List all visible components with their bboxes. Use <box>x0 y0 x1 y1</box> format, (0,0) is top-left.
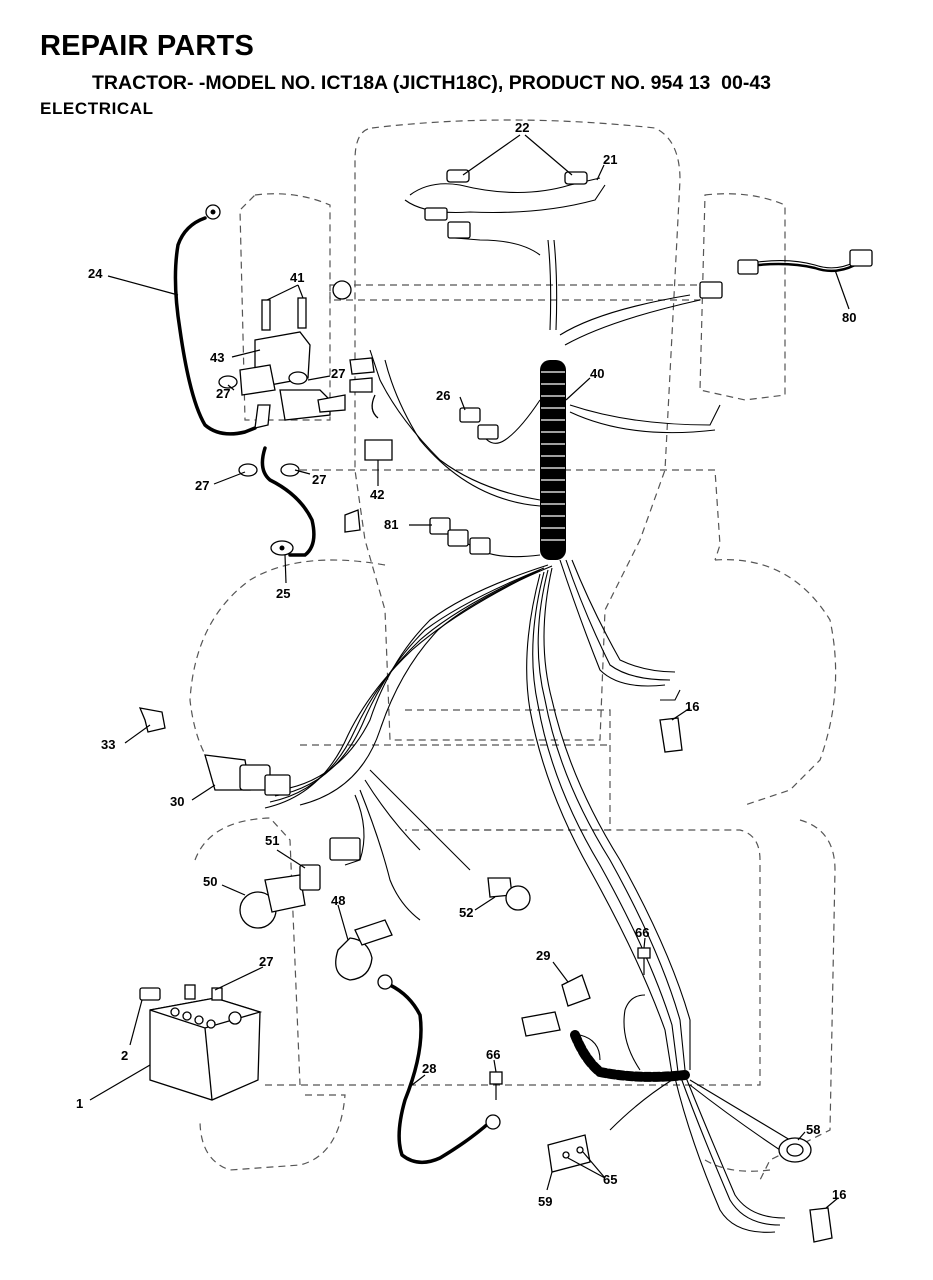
callout-21: 21 <box>603 152 617 167</box>
callout-40: 40 <box>590 366 604 381</box>
callout-27-e: 27 <box>259 954 273 969</box>
callout-48: 48 <box>331 893 345 908</box>
part-58 <box>778 1137 812 1163</box>
callout-80: 80 <box>842 310 856 325</box>
callout-26: 26 <box>436 388 450 403</box>
switch-33 <box>138 707 166 733</box>
cable-28 <box>377 974 501 1165</box>
callouts: 22 21 24 41 43 27 27 27 27 25 42 26 40 8… <box>76 120 856 1209</box>
callout-16-a: 16 <box>685 699 699 714</box>
callout-2: 2 <box>121 1048 128 1063</box>
solenoid-43 <box>218 297 346 477</box>
leader-lines <box>89 134 850 1209</box>
callout-27-d: 27 <box>312 472 326 487</box>
fuse-48 <box>335 919 393 981</box>
callout-66-b: 66 <box>635 925 649 940</box>
section-label: ELECTRICAL <box>40 99 154 118</box>
callout-27-b: 27 <box>331 366 345 381</box>
tractor-outline <box>189 119 837 1181</box>
part-29 <box>521 974 591 1037</box>
callout-22: 22 <box>515 120 529 135</box>
callout-27-a: 27 <box>216 386 230 401</box>
battery-1 <box>139 984 263 1101</box>
callout-81: 81 <box>384 517 398 532</box>
callout-43: 43 <box>210 350 224 365</box>
callout-29: 29 <box>536 948 550 963</box>
callout-30: 30 <box>170 794 184 809</box>
callout-52: 52 <box>459 905 473 920</box>
rear-conduit <box>570 1030 690 1082</box>
switch-16-rear <box>809 1207 833 1243</box>
callout-24: 24 <box>88 266 103 281</box>
bolt-66-rear <box>489 1071 503 1100</box>
part-59-65 <box>547 1134 591 1173</box>
conduit <box>540 360 566 560</box>
callout-16-b: 16 <box>832 1187 846 1202</box>
bulb-52 <box>487 877 531 911</box>
callout-41: 41 <box>290 270 304 285</box>
callout-27-c: 27 <box>195 478 209 493</box>
ground-cable-25 <box>260 446 316 557</box>
clips <box>344 357 393 533</box>
callout-65: 65 <box>603 1172 617 1187</box>
callout-51: 51 <box>265 833 279 848</box>
headlight-harness-21 <box>404 169 606 239</box>
callout-42: 42 <box>370 487 384 502</box>
callout-1: 1 <box>76 1096 83 1111</box>
page-title: REPAIR PARTS <box>40 30 255 62</box>
callout-28: 28 <box>422 1061 436 1076</box>
callout-33: 33 <box>101 737 115 752</box>
callout-66-a: 66 <box>486 1047 500 1062</box>
callout-58: 58 <box>806 1122 820 1137</box>
connectors <box>332 249 873 555</box>
model-subtitle: TRACTOR- -MODEL NO. ICT18A (JICTH18C), P… <box>92 72 772 94</box>
callout-25: 25 <box>276 586 290 601</box>
light-50 <box>239 874 306 929</box>
switch-16-front <box>659 689 683 753</box>
ignition-switch-30 <box>204 754 291 796</box>
main-harness-40 <box>264 237 791 1233</box>
callout-50: 50 <box>203 874 217 889</box>
positive-cable-24 <box>173 204 257 436</box>
callout-59: 59 <box>538 1194 552 1209</box>
relay-51 <box>299 837 361 891</box>
